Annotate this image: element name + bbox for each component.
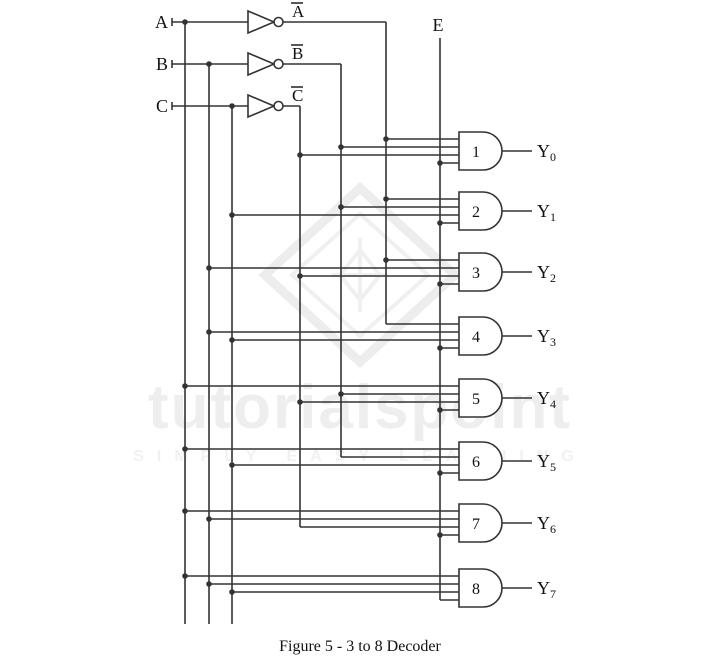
inverter-bubble-icon — [273, 16, 284, 28]
junction-dot — [229, 212, 235, 218]
and-gate-number-2: 2 — [472, 204, 480, 221]
and-gate-5 — [458, 378, 503, 418]
and-gate-8 — [458, 568, 503, 608]
junction-dot — [182, 446, 188, 452]
junction-dot — [338, 391, 344, 397]
junction-dot — [229, 337, 235, 343]
input-label-B: B — [156, 54, 168, 74]
and-gate-number-7: 7 — [472, 516, 480, 533]
output-label-5: Y5 — [537, 451, 556, 474]
and-gate-7 — [458, 503, 503, 543]
and-gate-number-4: 4 — [472, 329, 480, 346]
enable-label: E — [433, 15, 444, 35]
junction-dot — [297, 273, 303, 279]
not-gate-C — [247, 93, 277, 119]
and-gate-number-1: 1 — [472, 144, 480, 161]
junction-dot — [383, 257, 389, 263]
junction-dot — [182, 573, 188, 579]
output-label-1: Y1 — [537, 201, 556, 224]
junction-dot — [437, 470, 443, 476]
input-label-C: C — [156, 96, 168, 116]
junction-dot — [383, 196, 389, 202]
output-label-2: Y2 — [537, 262, 556, 285]
junction-dot — [229, 103, 235, 109]
junction-dot — [338, 144, 344, 150]
inverted-signal-label-A: A — [292, 2, 305, 21]
and-gate-3 — [458, 252, 503, 292]
device-layer: 1 2 3 4 5 6 7 8 — [247, 9, 503, 608]
and-gate-number-3: 3 — [472, 265, 480, 282]
and-gate-4 — [458, 316, 503, 356]
output-label-4: Y4 — [537, 388, 556, 411]
junction-dot — [437, 532, 443, 538]
junction-dot — [297, 399, 303, 405]
junction-dot — [437, 281, 443, 287]
junction-dot — [182, 383, 188, 389]
inverted-signal-label-C: C — [292, 86, 303, 105]
junction-dot — [383, 136, 389, 142]
output-label-6: Y6 — [537, 513, 556, 536]
junction-dot — [206, 581, 212, 587]
and-gate-2 — [458, 191, 503, 231]
junction-dot — [437, 220, 443, 226]
not-gate-A — [247, 9, 277, 35]
junction-dot — [297, 152, 303, 158]
and-gate-6 — [458, 441, 503, 481]
not-gate-B — [247, 51, 277, 77]
junction-dot — [437, 407, 443, 413]
output-label-7: Y7 — [537, 578, 556, 601]
junction-dot — [229, 462, 235, 468]
figure-caption: Figure 5 - 3 to 8 Decoder — [279, 638, 441, 655]
junction-dot — [437, 160, 443, 166]
output-label-0: Y0 — [537, 141, 556, 164]
junction-dot — [206, 265, 212, 271]
junction-dot — [229, 589, 235, 595]
inverter-bubble-icon — [273, 58, 284, 70]
junction-dot — [182, 19, 188, 25]
inverter-bubble-icon — [273, 100, 284, 112]
input-label-A: A — [155, 12, 168, 32]
junction-dot — [206, 329, 212, 335]
junction-dot — [206, 516, 212, 522]
inverted-signal-label-B: B — [292, 44, 303, 63]
junction-dot — [206, 61, 212, 67]
output-label-3: Y3 — [537, 326, 556, 349]
and-gate-number-8: 8 — [472, 581, 480, 598]
junction-dot — [182, 508, 188, 514]
and-gate-number-5: 5 — [472, 391, 480, 408]
and-gate-1 — [458, 131, 503, 171]
junction-dot — [338, 204, 344, 210]
junction-dot — [437, 345, 443, 351]
and-gate-number-6: 6 — [472, 454, 480, 471]
